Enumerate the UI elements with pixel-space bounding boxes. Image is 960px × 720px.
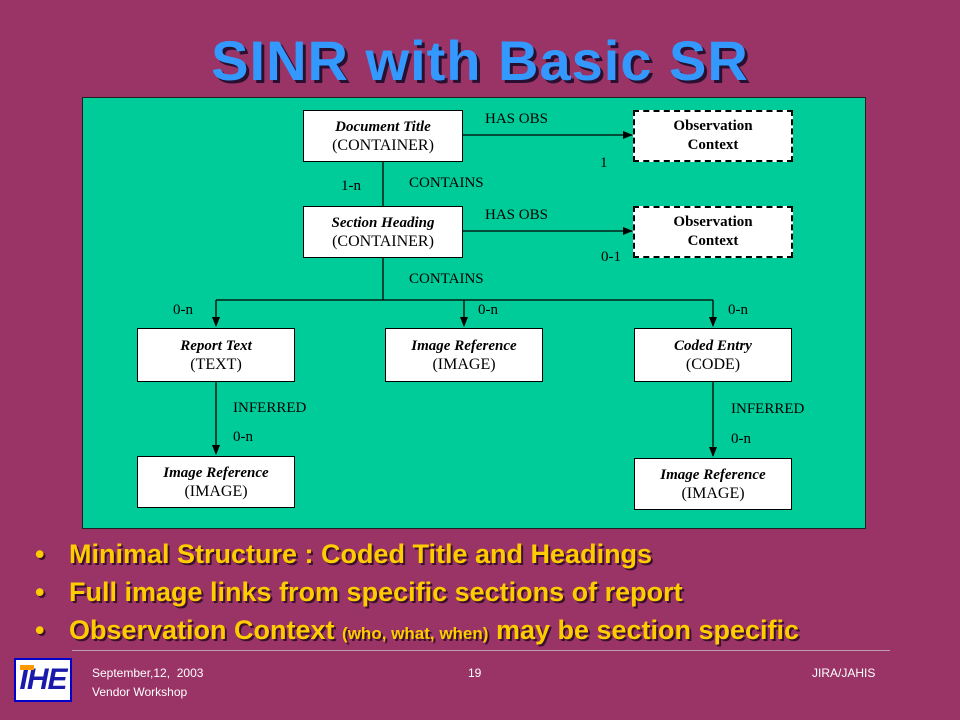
slide-title: SINR with Basic SR — [211, 29, 749, 92]
diagram-panel: Document Title (CONTAINER) Observation C… — [82, 97, 866, 529]
bullet-dot: • — [35, 577, 45, 607]
node-type: (IMAGE) — [681, 484, 745, 502]
node-image-reference-left: Image Reference (IMAGE) — [137, 456, 295, 508]
label-has-obs-2: HAS OBS — [485, 207, 548, 223]
bullet-dot: • — [35, 539, 45, 569]
bullet-dot: • — [35, 615, 45, 645]
footer-event: Vendor Workshop — [92, 685, 188, 699]
diagram-connectors — [212, 131, 717, 457]
label-cardinality-0n-left: 0-n — [173, 302, 193, 318]
logo-accent-bar — [20, 665, 34, 670]
bullet-text-small: (who, what, when) — [342, 624, 489, 643]
node-report-text: Report Text (TEXT) — [137, 328, 295, 382]
bullet-text: Full image links from specific sections … — [69, 577, 683, 607]
bullet-text: Observation Context — [69, 615, 343, 645]
bullet-item: • Minimal Structure : Coded Title and Hea… — [35, 535, 799, 573]
node-image-reference-mid: Image Reference (IMAGE) — [385, 328, 543, 382]
node-type: (CONTAINER) — [332, 136, 434, 154]
node-title: Image Reference — [163, 464, 269, 481]
node-line: Context — [687, 137, 739, 153]
node-line: Observation — [673, 214, 753, 230]
label-contains-1: CONTAINS — [409, 175, 484, 191]
label-cardinality-01: 0-1 — [601, 249, 621, 265]
node-observation-context-2: Observation Context — [633, 206, 793, 258]
node-type: (IMAGE) — [184, 482, 248, 500]
bullet-item: • Observation Context (who, what, when) m… — [35, 611, 799, 653]
node-type: (CONTAINER) — [332, 232, 434, 250]
ihe-logo: IHE — [14, 658, 72, 702]
node-line: Observation — [673, 118, 753, 134]
label-has-obs-1: HAS OBS — [485, 111, 548, 127]
node-type: (IMAGE) — [432, 355, 496, 373]
node-type: (CODE) — [685, 355, 741, 373]
footer-date: September,12, 2003 — [92, 666, 204, 680]
bullet-list: • Minimal Structure : Coded Title and Hea… — [35, 535, 799, 653]
node-image-reference-right: Image Reference (IMAGE) — [634, 458, 792, 510]
label-contains-2: CONTAINS — [409, 271, 484, 287]
node-observation-context-1: Observation Context — [633, 110, 793, 162]
label-cardinality-0n-mid: 0-n — [478, 302, 498, 318]
label-inferred-left: INFERRED — [233, 400, 307, 416]
node-title: Report Text — [180, 337, 252, 354]
label-inferred-right: INFERRED — [731, 401, 805, 417]
footer-page-number: 19 — [468, 666, 482, 680]
node-line: Context — [687, 233, 739, 249]
node-section-heading: Section Heading (CONTAINER) — [303, 206, 463, 258]
node-coded-entry: Coded Entry (CODE) — [634, 328, 792, 382]
label-cardinality-1: 1 — [600, 155, 608, 171]
node-document-title: Document Title (CONTAINER) — [303, 110, 463, 162]
label-cardinality-0n-right: 0-n — [728, 302, 748, 318]
label-cardinality-0n-inferred-right: 0-n — [731, 431, 751, 447]
node-title: Image Reference — [411, 337, 517, 354]
node-title: Document Title — [335, 118, 431, 135]
bullet-text: may be section specific — [488, 615, 800, 645]
bullet-text: Minimal Structure : Coded Title and Head… — [69, 539, 653, 569]
bullet-item: • Full image links from specific sections… — [35, 573, 799, 611]
node-title: Section Heading — [331, 214, 435, 231]
label-cardinality-0n-inferred-left: 0-n — [233, 429, 253, 445]
node-title: Coded Entry — [674, 337, 752, 354]
label-cardinality-1n: 1-n — [341, 178, 361, 194]
footer-divider — [72, 650, 890, 651]
node-title: Image Reference — [660, 466, 766, 483]
node-type: (TEXT) — [190, 355, 242, 373]
footer-org: JIRA/JAHIS — [812, 666, 876, 680]
